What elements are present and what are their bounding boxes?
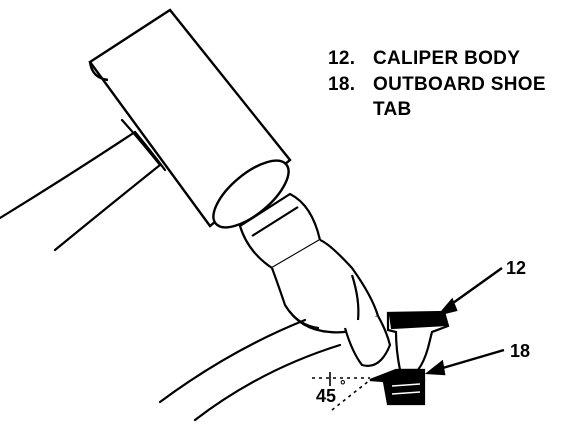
legend-item-12-text: CALIPER BODY [373, 48, 520, 69]
outboard-shoe-tab [369, 368, 426, 406]
legend: 12. CALIPER BODY 18. OUTBOARD SHOE TAB [328, 48, 546, 120]
punch-tool [238, 192, 392, 367]
callout-label-12: 12 [506, 258, 526, 278]
legend-item-18-continuation: TAB [373, 99, 412, 120]
legend-item-12-number: 12. [328, 48, 355, 69]
legend-item-18-text: OUTBOARD SHOE [373, 74, 546, 95]
callout-arrow-18 [424, 348, 505, 376]
hammer-handle [0, 118, 167, 252]
angle-label: 45 [316, 386, 336, 406]
caliper-body-lines [158, 310, 342, 422]
caliper-body-section [386, 310, 450, 372]
legend-item-18-number: 18. [328, 74, 355, 95]
degree-symbol: ° [340, 377, 346, 393]
callout-arrow-12 [436, 267, 503, 317]
angle-indicator [312, 372, 371, 411]
hammer-head [88, 8, 292, 229]
callout-label-18: 18 [510, 341, 530, 361]
